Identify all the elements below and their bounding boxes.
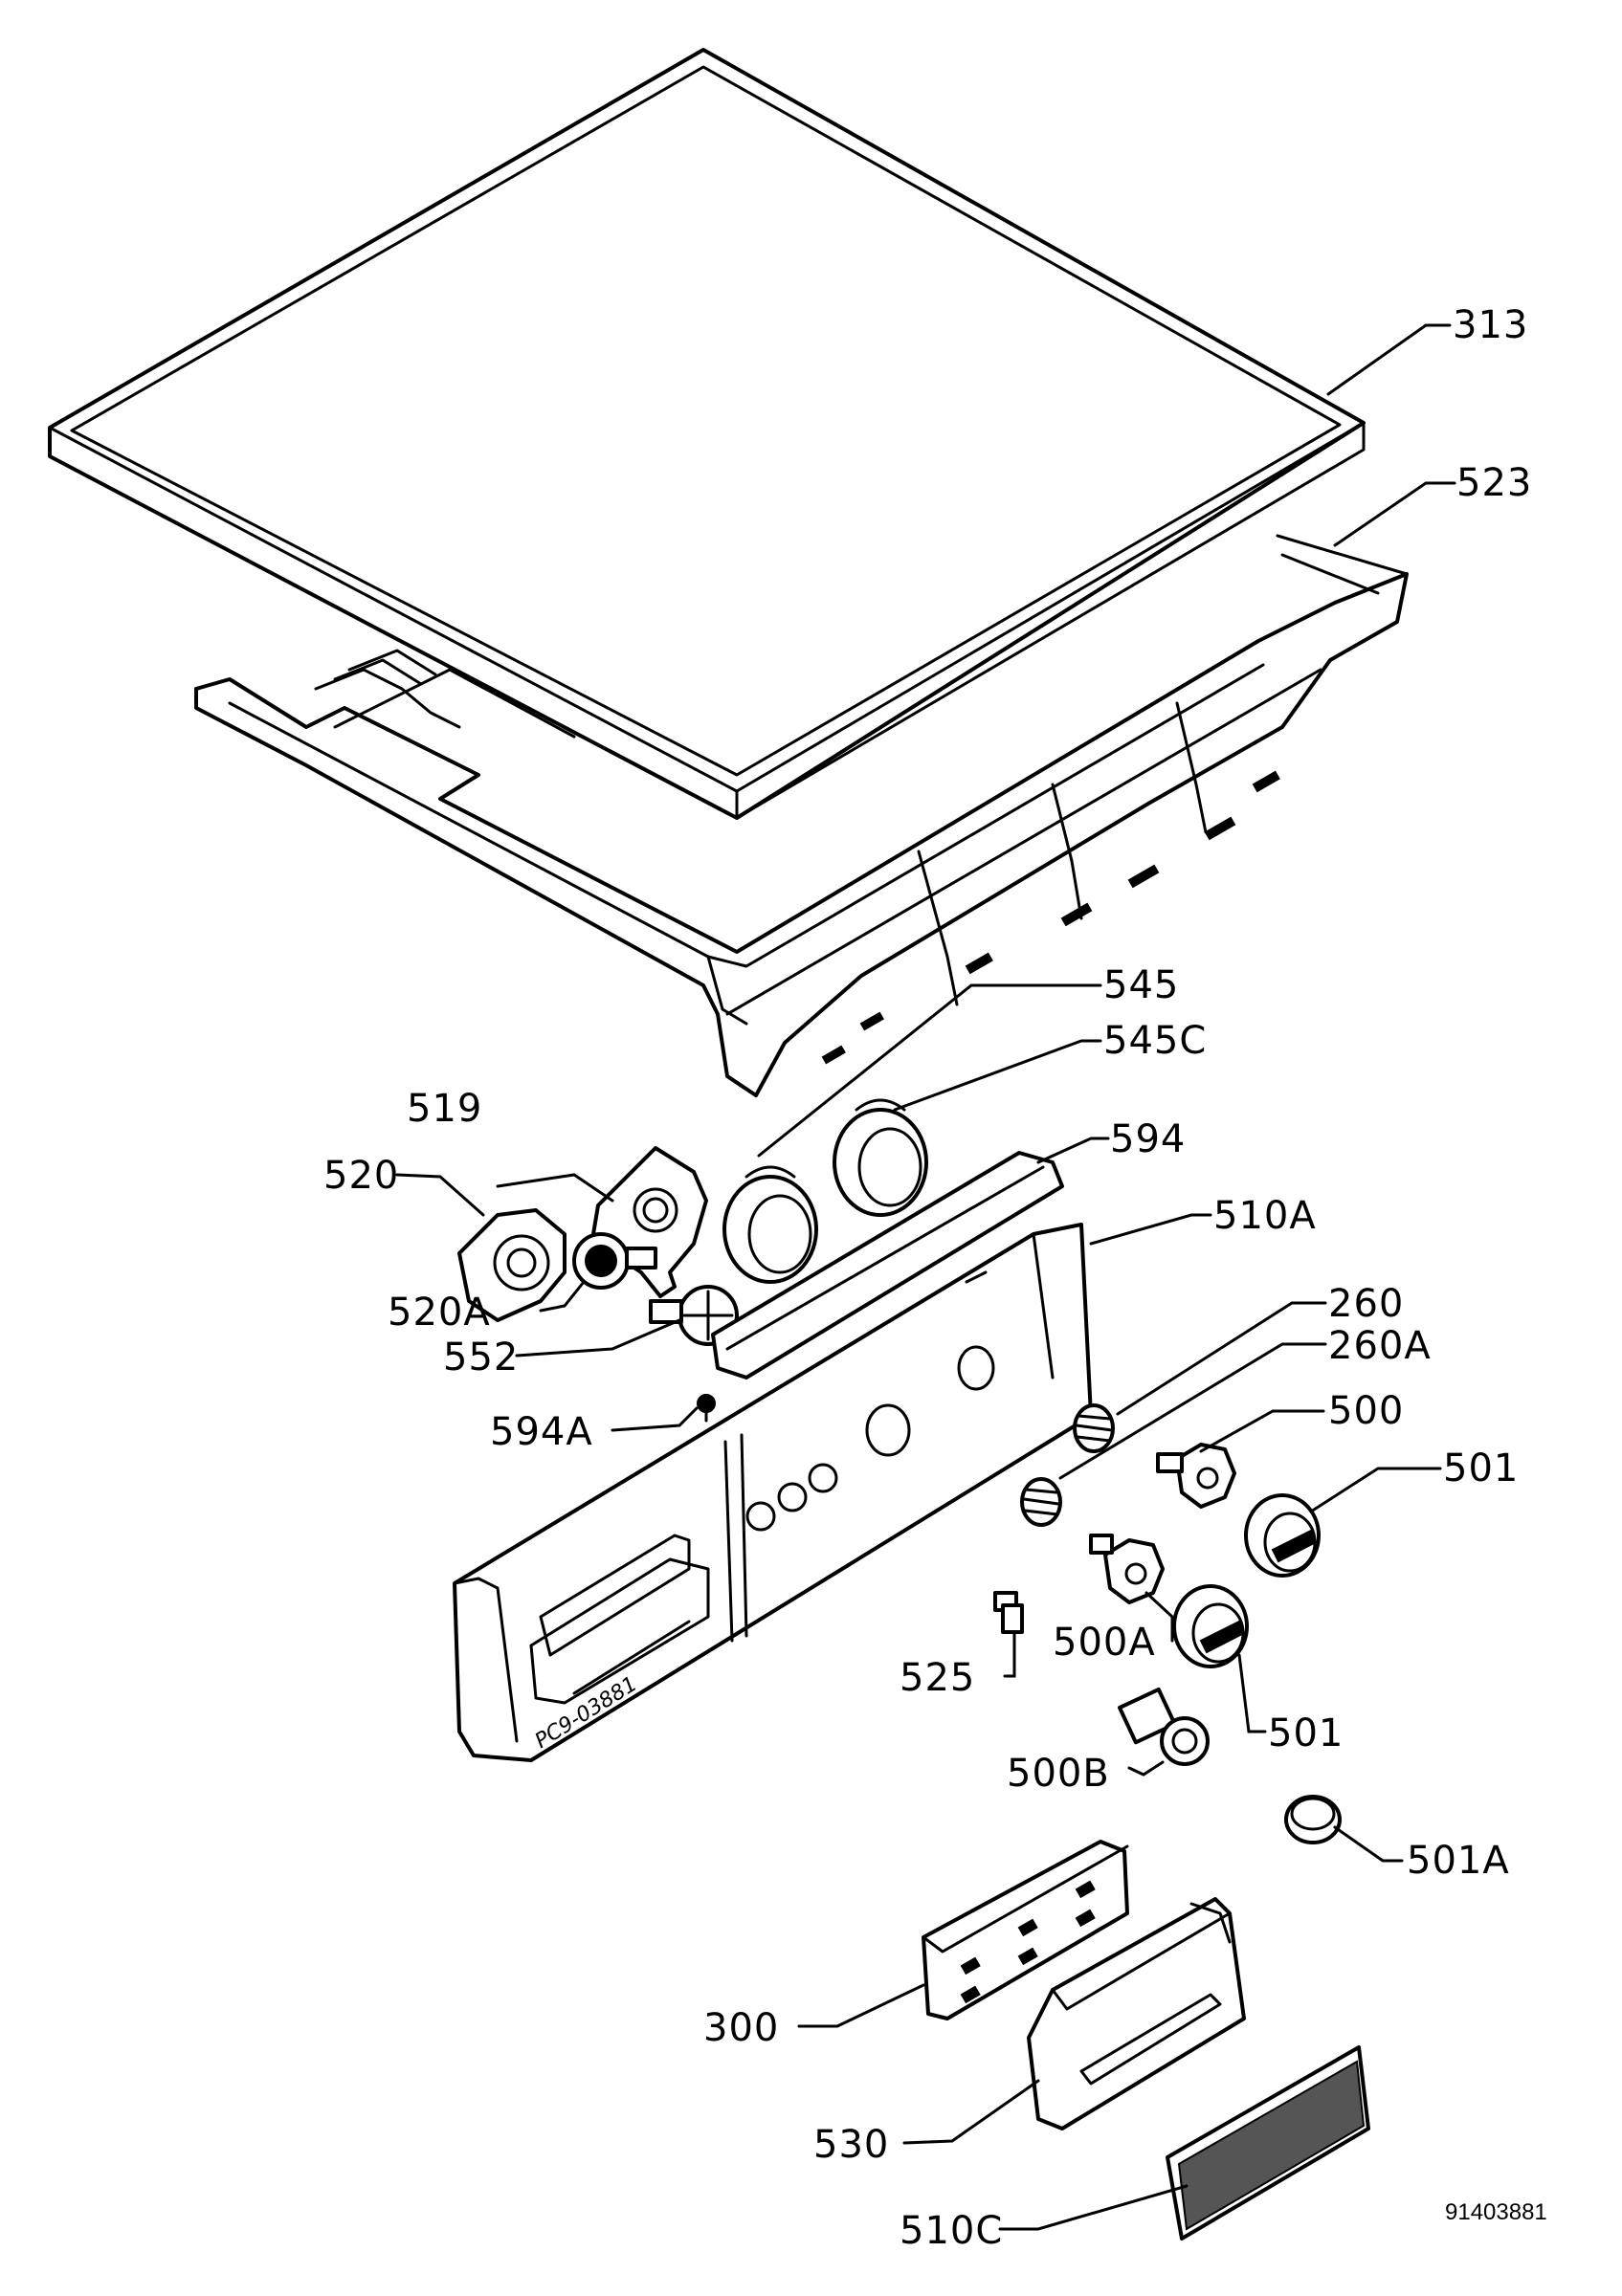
callout-500b: 500B	[1007, 1752, 1110, 1796]
part-530-handle-housing	[1027, 1897, 1246, 2130]
part-300-bracket-plate	[922, 1840, 1129, 2020]
part-525-pin	[993, 1591, 1024, 1634]
part-501-knob-bottom	[1172, 1584, 1249, 1668]
callout-545c: 545C	[1103, 1019, 1207, 1063]
part-500a-switch	[1089, 1534, 1165, 1604]
part-545c-ring	[833, 1098, 928, 1217]
part-594-strip	[711, 1151, 1064, 1380]
leader-lines	[395, 323, 1456, 2231]
callout-501-top: 501	[1443, 1446, 1519, 1490]
callout-labels: 313 523 545 545C 519 594 520 510A 520A 2…	[323, 303, 1547, 2253]
part-260a-spring	[1020, 1477, 1062, 1527]
callout-260: 260	[1328, 1282, 1404, 1326]
part-501a-cap	[1284, 1795, 1342, 1844]
part-594a-screw	[697, 1394, 716, 1423]
part-501-knob-top	[1244, 1493, 1321, 1578]
callout-300: 300	[703, 2006, 779, 2050]
part-500b-switch	[1118, 1687, 1210, 1766]
part-313-top-lid	[48, 48, 1366, 820]
part-520a-gear	[572, 1232, 657, 1290]
callout-552: 552	[443, 1336, 519, 1380]
part-523-frame	[194, 534, 1409, 1097]
callout-510a: 510A	[1213, 1194, 1317, 1238]
callout-501-bottom: 501	[1268, 1711, 1344, 1755]
part-545-ring	[722, 1165, 818, 1284]
callout-510c: 510C	[900, 2209, 1003, 2253]
callout-260a: 260A	[1328, 1324, 1432, 1368]
part-520-switch	[457, 1208, 567, 1322]
callout-500a: 500A	[1053, 1621, 1156, 1665]
callout-594: 594	[1110, 1117, 1186, 1161]
part-500-switch	[1156, 1443, 1236, 1509]
callout-519: 519	[407, 1087, 482, 1131]
callout-500: 500	[1328, 1389, 1404, 1433]
callout-523: 523	[1456, 461, 1532, 505]
callout-520: 520	[323, 1154, 399, 1198]
document-number: 91403881	[1445, 2199, 1547, 2225]
callout-313: 313	[1453, 303, 1528, 347]
callout-520a: 520A	[388, 1291, 491, 1335]
callout-501a: 501A	[1407, 1839, 1510, 1883]
callout-530: 530	[813, 2123, 889, 2167]
part-510c-label-plate	[1166, 2045, 1370, 2241]
callout-525: 525	[900, 1656, 975, 1700]
callout-594a: 594A	[490, 1410, 593, 1454]
callout-545: 545	[1103, 963, 1179, 1007]
part-260-spring	[1073, 1403, 1115, 1453]
